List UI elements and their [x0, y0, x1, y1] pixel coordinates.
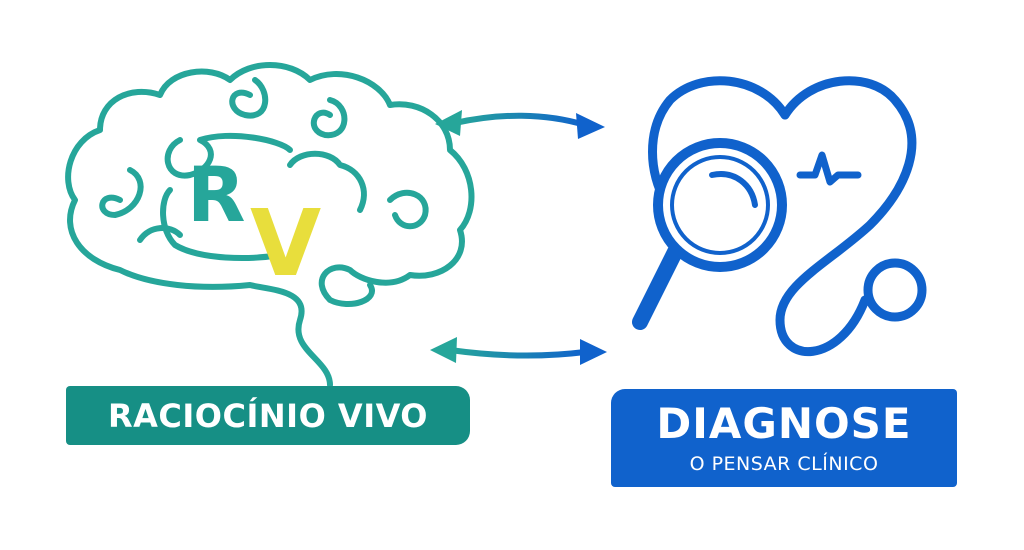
magnifier-icon — [632, 138, 787, 330]
monogram-v: V — [250, 190, 322, 297]
monogram-r: R — [187, 150, 246, 239]
heart-stethoscope-icon — [648, 76, 927, 356]
double-arrow-top-icon — [435, 110, 605, 139]
double-arrow-bottom-icon — [430, 337, 607, 365]
raciocinio-vivo-badge: RACIOCÍNIO VIVO — [66, 386, 470, 445]
diagnose-subtitle: O PENSAR CLÍNICO — [689, 453, 879, 475]
raciocinio-vivo-label: RACIOCÍNIO VIVO — [108, 396, 428, 435]
diagnose-badge: DIAGNOSE O PENSAR CLÍNICO — [611, 389, 957, 487]
brain-icon — [65, 62, 475, 388]
diagnose-title: DIAGNOSE — [656, 399, 912, 448]
